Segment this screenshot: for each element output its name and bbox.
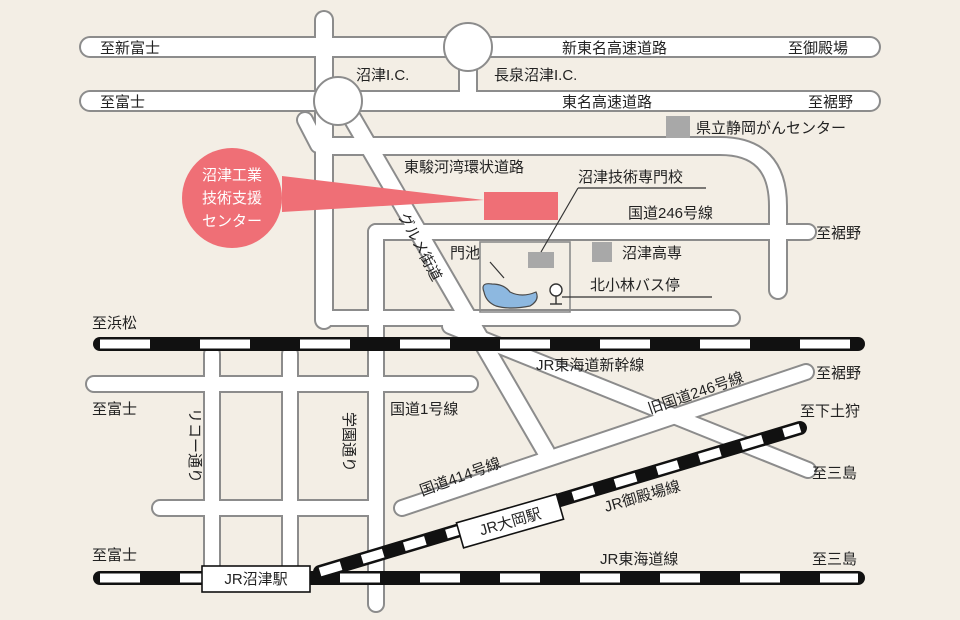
kosen-label: 沼津高専 (622, 245, 682, 262)
pond-leader (489, 261, 505, 279)
shinkansen-west-label: 至浜松 (92, 315, 137, 332)
tomei-name-label: 東名高速道路 (562, 94, 652, 111)
route1-west-label: 至富士 (92, 400, 137, 418)
higashi-suruga-label: 東駿河湾環状道路 (404, 159, 524, 176)
school-leader (540, 187, 579, 253)
gate-pond-label: 門池 (450, 245, 480, 262)
numazu-ic-label: 沼津I.C. (356, 67, 409, 84)
shin-tomei-east-label: 至御殿場 (788, 40, 848, 57)
center-callout-line2: 技術支援 (202, 190, 262, 207)
gakuen-label: 学園通り (340, 412, 357, 472)
tokaido-east-label: 至三島 (812, 551, 857, 568)
road-fills (81, 12, 879, 611)
center-callout-line1: 沼津工業 (202, 167, 262, 184)
nagaizumi-ic-label: 長泉沼津I.C. (494, 67, 577, 84)
shin-tomei-interchange-circle (443, 22, 493, 72)
cancer-center-building (666, 116, 690, 138)
technical-school-building (528, 252, 554, 268)
route246-label: 国道246号線 (628, 205, 713, 222)
cancer-center-label: 県立静岡がんセンター (696, 120, 846, 137)
shin-tomei-name-label: 新東名高速道路 (562, 40, 667, 57)
technical-school-label: 沼津技術専門校 (578, 169, 683, 186)
numazu-station-label: JR沼津駅 (224, 571, 287, 588)
center-callout-bubble (182, 148, 282, 248)
ricoh-label: リコー通り (186, 408, 203, 483)
gotemba-east-label: 至下土狩 (800, 403, 860, 420)
tomei-interchange-circle (313, 76, 363, 126)
tokaido-west-label: 至富士 (92, 546, 137, 564)
tomei-west-label: 至富士 (100, 93, 145, 111)
old246-east-label: 至裾野 (816, 365, 861, 382)
gotemba-rail (313, 421, 807, 579)
gate-pond-shape (482, 283, 538, 309)
tomei-east-label: 至裾野 (808, 94, 853, 111)
center-building (484, 192, 558, 220)
route246-east-label: 至裾野 (816, 225, 861, 242)
kosen-building (592, 242, 612, 262)
kosen-campus-outline (479, 241, 571, 313)
mishima-upper-label: 至三島 (812, 465, 857, 482)
route1-label: 国道1号線 (390, 401, 458, 418)
tokaido-name-label: JR東海道線 (600, 551, 678, 568)
center-callout-pointer (282, 176, 484, 212)
bus-stop-icon (549, 283, 563, 305)
bus-stop-label: 北小林バス停 (590, 277, 680, 294)
shin-tomei-west-label: 至新富士 (100, 39, 160, 57)
ooka-station-box (455, 493, 565, 549)
numazu-station-box (201, 565, 311, 593)
shinkansen-name-label: JR東海道新幹線 (536, 356, 644, 374)
center-callout-line3: センター (202, 213, 262, 230)
